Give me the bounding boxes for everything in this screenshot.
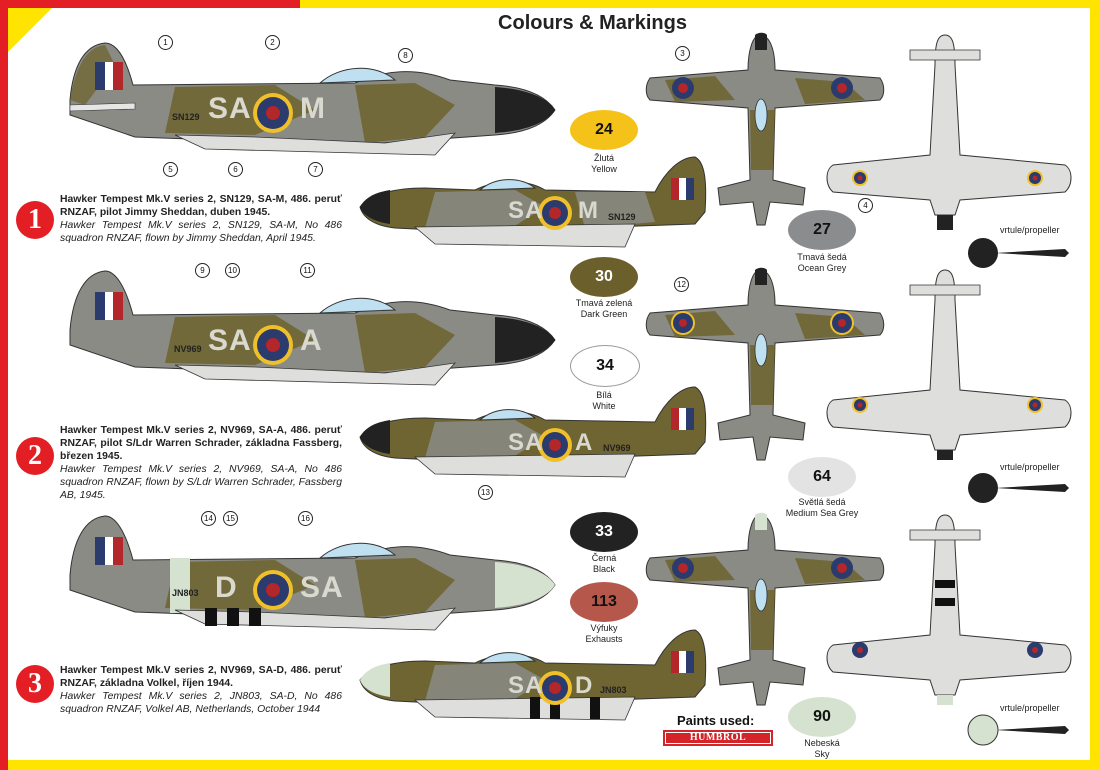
side-view-scheme-3 xyxy=(69,515,556,631)
side-view-scheme-3-right xyxy=(359,629,707,721)
propeller-label-2: vrtule/propeller xyxy=(1000,462,1060,472)
callout-10: 10 xyxy=(225,263,240,278)
callout-12: 12 xyxy=(674,277,689,292)
callout-6: 6 xyxy=(228,162,243,177)
page-title: Colours & Markings xyxy=(498,12,687,34)
paint-swatch-30: 30 xyxy=(570,257,638,297)
code-letters-1b: M xyxy=(300,92,326,125)
callout-8: 8 xyxy=(398,48,413,63)
propeller-3 xyxy=(967,714,1069,746)
callout-4: 4 xyxy=(858,198,873,213)
propeller-2 xyxy=(968,473,1069,503)
paint-swatch-27: 27 xyxy=(788,210,856,250)
callout-7: 7 xyxy=(308,162,323,177)
callout-14: 14 xyxy=(201,511,216,526)
serial-3-right: JN803 xyxy=(600,685,627,695)
code-letters-2a: SA xyxy=(208,324,252,357)
side-view-scheme-1 xyxy=(69,42,556,156)
paint-swatch-90: 90 xyxy=(788,697,856,737)
scheme-number-badge-3: 3 xyxy=(16,665,54,703)
bottom-view-scheme-3 xyxy=(826,514,1072,705)
caption-cz-2: Hawker Tempest Mk.V series 2, NV969, SA-… xyxy=(60,425,342,462)
code-letters-3a: D xyxy=(215,571,238,604)
code-letters-3c: SA xyxy=(508,672,544,699)
code-letters-2c: SA xyxy=(508,429,544,456)
callout-16: 16 xyxy=(298,511,313,526)
code-letters-2b: A xyxy=(300,324,323,357)
callout-1: 1 xyxy=(158,35,173,50)
caption-scheme-1: Hawker Tempest Mk.V series 2, SN129, SA-… xyxy=(60,193,342,245)
propeller-label-1: vrtule/propeller xyxy=(1000,225,1060,235)
propeller-label-3: vrtule/propeller xyxy=(1000,703,1060,713)
callout-13: 13 xyxy=(478,485,493,500)
serial-3: JN803 xyxy=(172,588,199,598)
paint-swatch-33: 33 xyxy=(570,512,638,552)
serial-1-right: SN129 xyxy=(608,212,636,222)
side-view-scheme-2 xyxy=(69,270,556,386)
paint-swatch-113: 113 xyxy=(570,582,638,622)
side-view-scheme-1-right xyxy=(359,156,707,248)
caption-cz-3: Hawker Tempest Mk.V series 2, NV969, SA-… xyxy=(60,665,342,689)
callout-5: 5 xyxy=(163,162,178,177)
paint-swatch-34: 34 xyxy=(570,345,640,387)
caption-en-3: Hawker Tempest Mk.V series 2, JN803, SA-… xyxy=(60,691,342,715)
code-letters-3b: SA xyxy=(300,571,344,604)
code-letters-3d: D xyxy=(575,672,594,699)
paints-used-label: Paints used: xyxy=(677,713,755,728)
serial-2-right: NV969 xyxy=(603,443,631,453)
serial-1: SN129 xyxy=(172,112,200,122)
paint-swatch-24: 24 xyxy=(570,110,638,150)
top-view-scheme-3 xyxy=(645,512,885,706)
callout-9: 9 xyxy=(195,263,210,278)
bottom-view-scheme-1 xyxy=(826,34,1072,230)
code-letters-1c: SA xyxy=(508,197,544,224)
caption-cz-1: Hawker Tempest Mk.V series 2, SN129, SA-… xyxy=(60,194,342,218)
caption-scheme-3: Hawker Tempest Mk.V series 2, NV969, SA-… xyxy=(60,664,342,716)
bottom-view-scheme-2 xyxy=(826,269,1072,460)
scheme-number-badge-2: 2 xyxy=(16,437,54,475)
code-letters-1d: M xyxy=(578,197,599,224)
caption-en-1: Hawker Tempest Mk.V series 2, SN129, SA-… xyxy=(60,220,342,244)
propeller-1 xyxy=(968,238,1069,268)
caption-en-2: Hawker Tempest Mk.V series 2, NV969, SA-… xyxy=(60,464,342,501)
callout-15: 15 xyxy=(223,511,238,526)
serial-2: NV969 xyxy=(174,344,202,354)
code-letters-1a: SA xyxy=(208,92,252,125)
caption-scheme-2: Hawker Tempest Mk.V series 2, NV969, SA-… xyxy=(60,424,342,502)
paint-swatch-64: 64 xyxy=(788,457,856,497)
code-letters-2d: A xyxy=(575,429,594,456)
callout-2: 2 xyxy=(265,35,280,50)
top-view-scheme-2 xyxy=(645,267,885,461)
scheme-number-badge-1: 1 xyxy=(16,201,54,239)
top-view-scheme-1 xyxy=(645,32,885,226)
side-view-scheme-2-right xyxy=(359,386,707,478)
humbrol-logo: HUMBROL xyxy=(663,730,773,746)
callout-3: 3 xyxy=(675,46,690,61)
callout-11: 11 xyxy=(300,263,315,278)
